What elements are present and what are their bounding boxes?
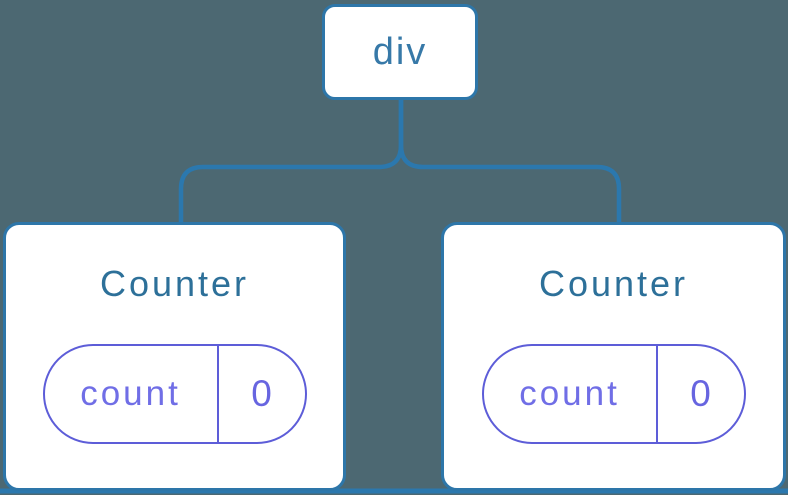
component-title: Counter bbox=[538, 263, 689, 304]
state-value: 0 bbox=[251, 373, 272, 414]
counter-component-card-right: Counter count 0 bbox=[441, 222, 786, 491]
component-title: Counter bbox=[99, 263, 250, 304]
state-key-label: count bbox=[45, 346, 219, 442]
tree-node-div: div bbox=[322, 4, 478, 100]
state-key-label: count bbox=[484, 346, 658, 442]
connector-branch-left bbox=[178, 100, 404, 226]
state-pill: count 0 bbox=[481, 344, 746, 444]
state-pill: count 0 bbox=[42, 344, 307, 444]
tree-node-div-label: div bbox=[372, 30, 428, 73]
state-value: 0 bbox=[690, 373, 711, 414]
connector-branch-right bbox=[398, 100, 622, 226]
counter-component-card-left: Counter count 0 bbox=[3, 222, 346, 491]
